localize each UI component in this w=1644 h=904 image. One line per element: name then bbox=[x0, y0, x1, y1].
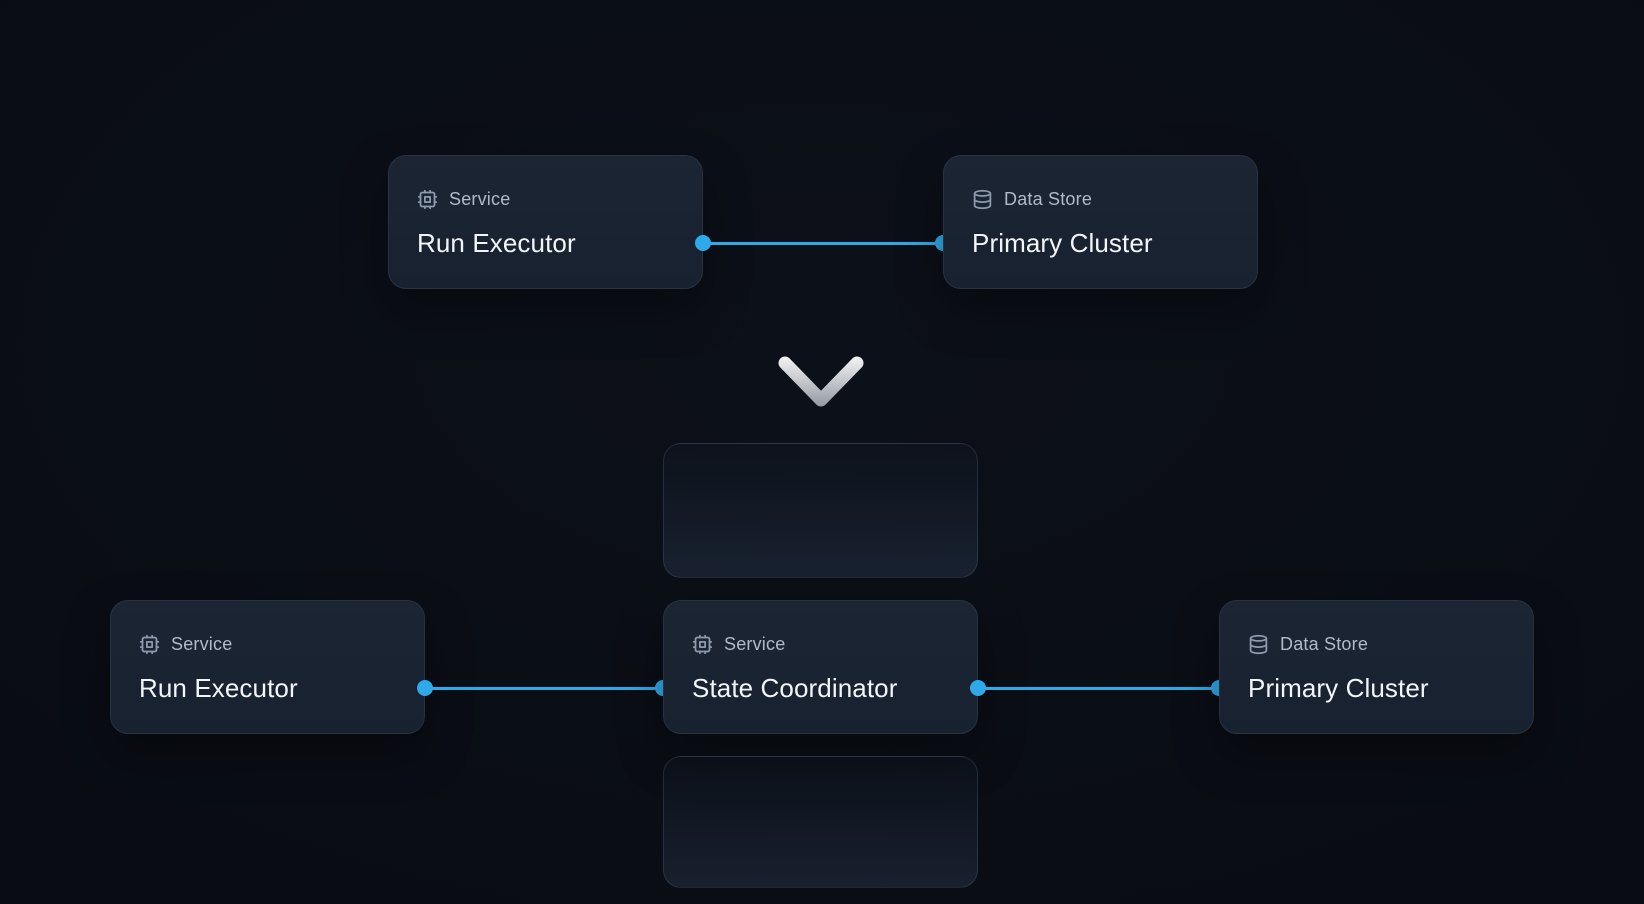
node-card-service-state-coordinator: Service State Coordinator bbox=[663, 600, 978, 734]
node-title: Primary Cluster bbox=[1248, 673, 1429, 703]
node-kind-label: Service bbox=[724, 633, 786, 654]
connector-endpoint bbox=[417, 680, 433, 696]
node-header: Data Store bbox=[972, 188, 1229, 210]
chevron-down-icon bbox=[778, 356, 864, 407]
node-header: Service bbox=[692, 633, 949, 655]
cpu-icon bbox=[139, 634, 160, 655]
database-icon bbox=[972, 189, 993, 210]
node-title: Run Executor bbox=[417, 228, 576, 258]
node-header: Service bbox=[417, 188, 674, 210]
node-kind-label: Service bbox=[449, 188, 511, 209]
connector-endpoint bbox=[970, 680, 986, 696]
connector-line bbox=[970, 680, 1227, 696]
cpu-icon bbox=[692, 634, 713, 655]
ghost-node-placeholder-top bbox=[663, 443, 978, 578]
ghost-node-placeholder-bottom bbox=[663, 756, 978, 888]
node-header: Data Store bbox=[1248, 633, 1505, 655]
connector-line bbox=[695, 235, 951, 251]
node-kind-label: Service bbox=[171, 633, 233, 654]
cpu-icon bbox=[417, 189, 438, 210]
connector-endpoint bbox=[695, 235, 711, 251]
node-header: Service bbox=[139, 633, 396, 655]
connector-line bbox=[417, 680, 671, 696]
node-kind-label: Data Store bbox=[1004, 188, 1093, 209]
node-title: Run Executor bbox=[139, 673, 298, 703]
node-title: State Coordinator bbox=[692, 673, 898, 703]
node-card-datastore-primary-cluster-before: Data Store Primary Cluster bbox=[943, 155, 1258, 289]
node-card-datastore-primary-cluster-after: Data Store Primary Cluster bbox=[1219, 600, 1534, 734]
node-card-service-run-executor-before: Service Run Executor bbox=[388, 155, 703, 289]
database-icon bbox=[1248, 634, 1269, 655]
node-card-service-run-executor-after: Service Run Executor bbox=[110, 600, 425, 734]
node-title: Primary Cluster bbox=[972, 228, 1153, 258]
node-kind-label: Data Store bbox=[1280, 633, 1369, 654]
